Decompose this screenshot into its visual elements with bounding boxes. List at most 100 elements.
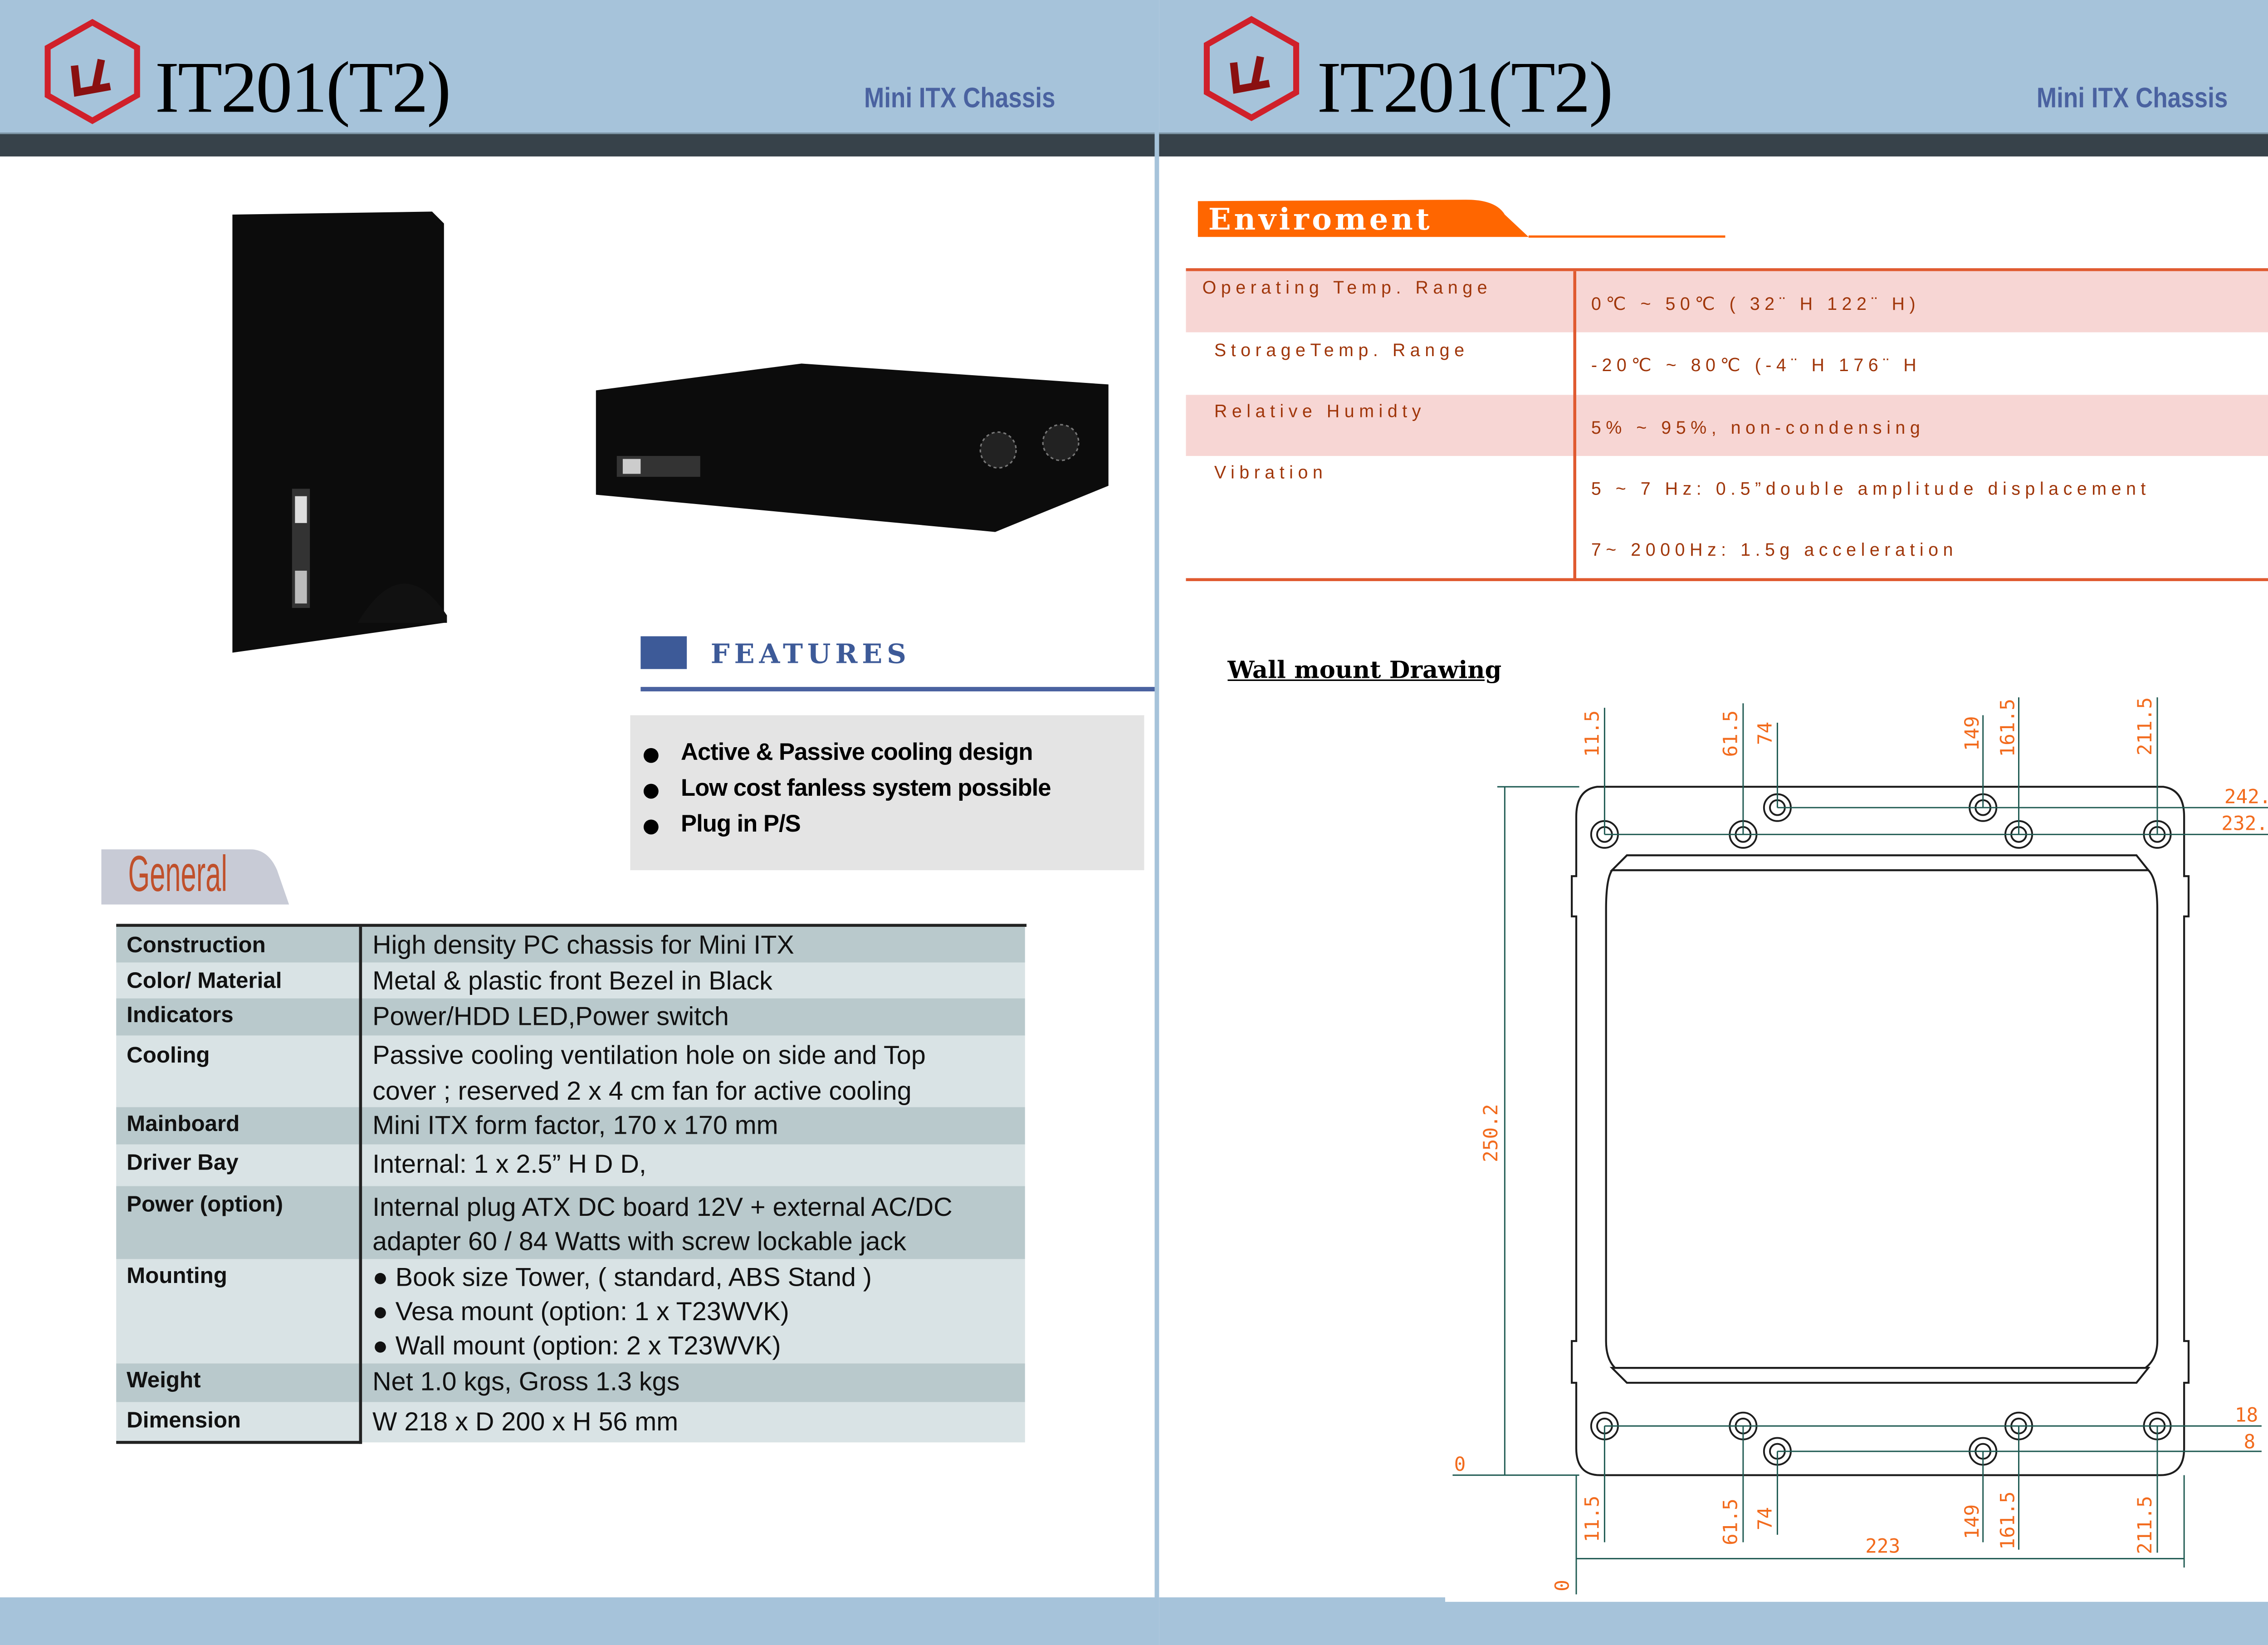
bullet-icon — [643, 748, 659, 763]
height-dim-label: 250.2 — [1480, 1104, 1502, 1162]
row-label: Weight — [127, 1368, 201, 1394]
product-subtitle: Mini ITX Chassis — [2036, 83, 2228, 115]
dimension-lines — [1452, 697, 2268, 1595]
table-bottom-border — [116, 1441, 362, 1444]
dim-label: 149 — [1961, 716, 1984, 751]
row-value: Passive cooling ventilation hole on side… — [372, 1040, 926, 1070]
dim-label: 211.5 — [2134, 1496, 2156, 1554]
features-heading: FEATURES — [710, 639, 911, 671]
table-row: Driver Bay Internal: 1 x 2.5” H D D, — [116, 1144, 1025, 1186]
table-row: Construction High density PC chassis for… — [116, 926, 1025, 963]
dim-label: 74 — [1754, 1507, 1776, 1530]
width-dim-label: 223 — [1865, 1535, 1900, 1557]
row-label: Power (option) — [127, 1192, 284, 1218]
drawing-title: Wall mount Drawing — [1227, 656, 1502, 684]
row-value: Net 1.0 kgs, Gross 1.3 kgs — [372, 1366, 680, 1396]
env-row: Relative Humidty 5% ~ 95%, non-condensin… — [1186, 395, 2268, 456]
dim-label: 161.5 — [1997, 1491, 2019, 1550]
table-column-divider — [359, 926, 362, 1444]
tower-chassis-image — [232, 211, 447, 653]
row-label: Indicators — [127, 1003, 234, 1028]
dim-label: 18 — [2235, 1404, 2258, 1426]
left-header-bar — [0, 132, 1156, 157]
feature-item: Low cost fanless system possible — [681, 776, 1051, 802]
row-value: Metal & plastic front Bezel in Black — [372, 965, 772, 996]
env-column-divider — [1573, 271, 1577, 581]
env-label: StorageTemp. Range — [1214, 339, 1469, 361]
features-box — [630, 715, 1144, 871]
env-value: 0℃ ~ 50℃ ( 32¨ H 122¨ H) — [1591, 294, 1921, 315]
env-row: StorageTemp. Range -20℃ ~ 80℃ (-4¨ H 176… — [1186, 332, 2268, 395]
right-footer — [1159, 1597, 2268, 1645]
table-row: Weight Net 1.0 kgs, Gross 1.3 kgs — [116, 1363, 1025, 1402]
logo-icon — [44, 19, 140, 124]
table-row: Mainboard Mini ITX form factor, 170 x 17… — [116, 1107, 1025, 1145]
row-value: cover ; reserved 2 x 4 cm fan for active… — [372, 1076, 912, 1106]
right-header-bar — [1159, 132, 2268, 157]
dim-label: 242.2 — [2224, 785, 2268, 808]
table-top-border — [116, 924, 1027, 927]
row-label: Construction — [127, 933, 266, 958]
page-divider — [1154, 0, 1159, 1645]
feature-item: Active & Passive cooling design — [681, 740, 1033, 766]
environment-tab-shape — [1198, 200, 1725, 238]
bullet-icon — [643, 819, 659, 835]
origin-label: 0 — [1454, 1453, 1466, 1476]
env-value: 7~ 2000Hz: 1.5g acceleration — [1591, 539, 1958, 560]
row-label: Mainboard — [127, 1111, 240, 1137]
row-value: Mini ITX form factor, 170 x 170 mm — [372, 1110, 778, 1140]
env-bottom-border — [1186, 578, 2268, 581]
dim-label: 74 — [1754, 722, 1776, 745]
row-value: High density PC chassis for Mini ITX — [372, 930, 794, 960]
env-label: Relative Humidty — [1214, 401, 1426, 422]
row-value: Internal: 1 x 2.5” H D D, — [372, 1149, 646, 1179]
row-value: adapter 60 / 84 Watts with screw lockabl… — [372, 1226, 906, 1256]
features-marker-icon — [640, 636, 687, 669]
logo-icon — [1203, 16, 1300, 122]
general-heading: General — [128, 846, 227, 903]
table-row: Cooling Passive cooling ventilation hole… — [116, 1035, 1025, 1107]
desktop-chassis-image — [596, 363, 1109, 532]
dimension-labels: 11.5 61.5 74 149 161.5 211.5 242.2 232.2… — [1454, 697, 2268, 1591]
row-label: Driver Bay — [127, 1150, 239, 1176]
dim-label: 232.2 — [2221, 812, 2268, 835]
table-row: Power (option) Internal plug ATX DC boar… — [116, 1186, 1025, 1259]
row-label: Cooling — [127, 1043, 210, 1068]
env-row: Operating Temp. Range 0℃ ~ 50℃ ( 32¨ H 1… — [1186, 271, 2268, 333]
row-value: ● Book size Tower, ( standard, ABS Stand… — [372, 1262, 872, 1292]
env-top-border — [1186, 268, 2268, 271]
row-label: Mounting — [127, 1263, 227, 1289]
footer-white-strip — [1445, 1597, 2268, 1602]
general-tab-shape — [101, 849, 289, 905]
dim-label: 149 — [1961, 1504, 1984, 1539]
feature-item: Plug in P/S — [681, 812, 801, 837]
env-label: Vibration — [1214, 462, 1328, 483]
env-label: Operating Temp. Range — [1202, 277, 1492, 298]
env-value: 5% ~ 95%, non-condensing — [1591, 417, 1925, 438]
row-value: W 218 x D 200 x H 56 mm — [372, 1406, 679, 1437]
left-header — [0, 0, 1156, 134]
row-value: ● Vesa mount (option: 1 x T23WVK) — [372, 1296, 789, 1327]
env-value: -20℃ ~ 80℃ (-4¨ H 176¨ H — [1591, 354, 1921, 376]
env-value: 5 ~ 7 Hz: 0.5”double amplitude displacem… — [1591, 478, 2151, 499]
table-row: Mounting ● Book size Tower, ( standard, … — [116, 1259, 1025, 1364]
product-title: IT201(T2) — [1317, 46, 1613, 128]
table-row: Indicators Power/HDD LED,Power switch — [116, 998, 1025, 1036]
dim-label: 211.5 — [2134, 697, 2156, 756]
dim-label: 11.5 — [1581, 710, 1603, 757]
environment-heading: Enviroment — [1208, 201, 1433, 237]
bullet-icon — [643, 783, 659, 799]
plate-outline — [1571, 786, 2190, 1476]
dim-label: 161.5 — [1997, 699, 2019, 757]
dim-label: 61.5 — [1720, 710, 1742, 757]
dim-label: 11.5 — [1581, 1496, 1603, 1542]
row-label: Color/ Material — [127, 968, 282, 994]
dim-label: 61.5 — [1720, 1498, 1742, 1545]
mounting-holes — [1590, 793, 2172, 1466]
row-value: ● Wall mount (option: 2 x T23WVK) — [372, 1331, 781, 1361]
row-value: Power/HDD LED,Power switch — [372, 1001, 729, 1031]
table-row: Dimension W 218 x D 200 x H 56 mm — [116, 1402, 1025, 1443]
product-title: IT201(T2) — [155, 46, 451, 128]
table-row: Color/ Material Metal & plastic front Be… — [116, 962, 1025, 999]
